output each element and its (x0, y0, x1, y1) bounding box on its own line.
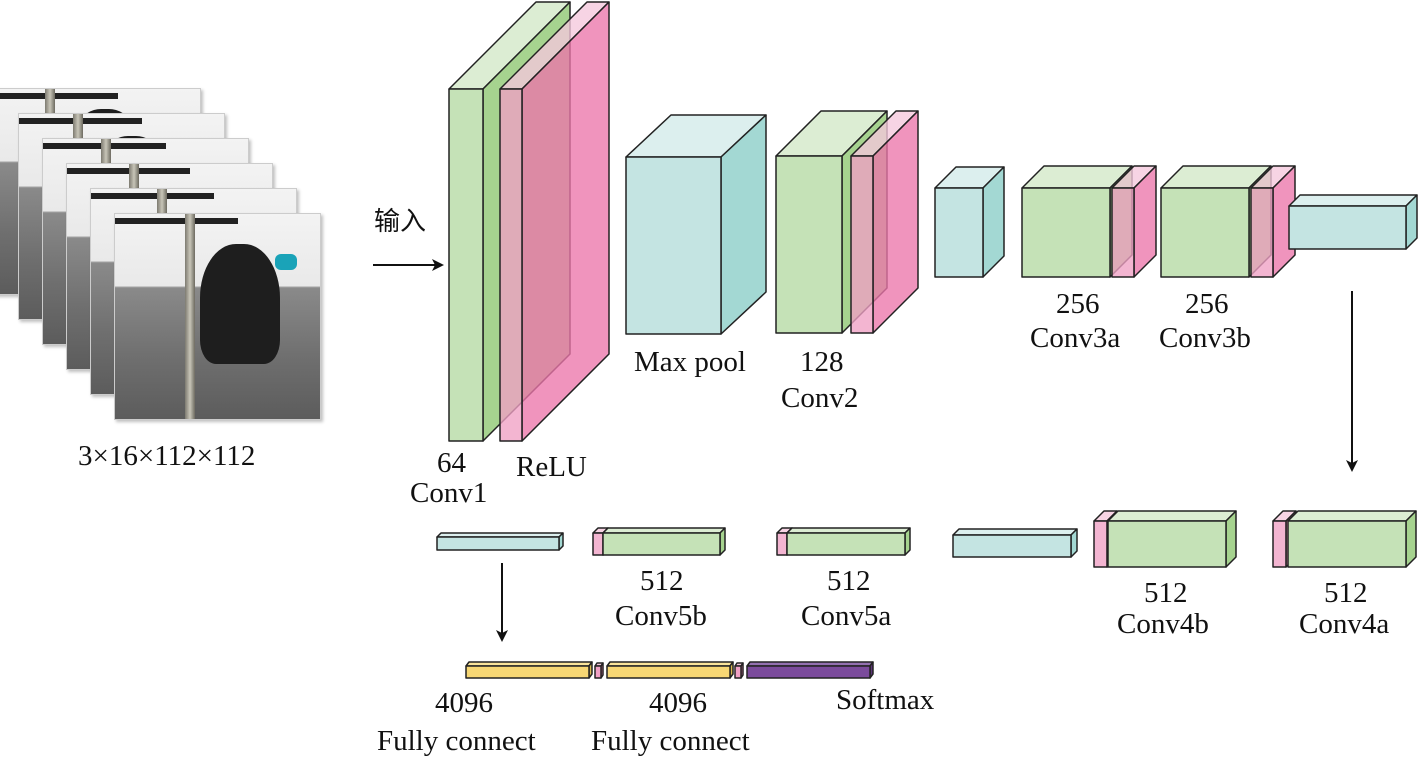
conv5a-block-front-face (786, 532, 906, 556)
conv5b-block-front-face (602, 532, 721, 556)
conv3b-channels-label: 256 (1185, 288, 1229, 320)
pool3-block (1288, 194, 1418, 250)
fc7-relu-block (734, 662, 744, 679)
pool1-block-front-face (625, 156, 722, 335)
conv5b-channels-label: 512 (640, 565, 684, 597)
conv4b-block-top-face (1107, 510, 1237, 522)
pool3-block-front-face (1288, 205, 1407, 250)
conv4b-relu-block-front-face (1093, 520, 1108, 568)
conv4b-channels-label: 512 (1144, 577, 1188, 609)
frame-worker-glove (275, 254, 297, 270)
conv5b-block (602, 527, 726, 556)
video-frame (114, 213, 321, 420)
conv2-channels-label: 128 (800, 346, 844, 378)
input-dimension-label: 3×16×112×112 (78, 440, 256, 472)
conv3a-relu-block-front-face (1111, 187, 1135, 278)
pool5-block (436, 532, 564, 551)
pool3-block-top-face (1288, 194, 1418, 207)
pool5-block-front-face (436, 536, 560, 551)
fc7-name-label: Fully connect (591, 725, 750, 757)
relu1-block-front-face (499, 88, 523, 442)
conv5b-relu-block-front-face (592, 532, 604, 556)
input-arrow-label: 输入 (374, 207, 427, 237)
conv4a-channels-label: 512 (1324, 577, 1368, 609)
conv3a-block-front-face (1021, 187, 1111, 278)
flow-arrows (373, 259, 1358, 642)
conv4b-block-front-face (1107, 520, 1227, 568)
conv3a-relu-block (1111, 165, 1157, 278)
frame-scaffold-bar (67, 168, 190, 174)
pool1-block (625, 114, 767, 335)
softmax-block (746, 661, 874, 679)
conv3b-relu-block-front-face (1250, 187, 1274, 278)
conv4a-block-front-face (1287, 520, 1407, 568)
layer-blocks (436, 1, 1418, 679)
frame-scaffold-bar (91, 193, 214, 199)
pool2-block-front-face (934, 187, 984, 278)
fc7-relu-block-front-face (734, 665, 742, 679)
conv3b-block-front-face (1160, 187, 1250, 278)
fc6-block-front-face (465, 665, 590, 679)
pool4-block-top-face (952, 528, 1078, 536)
fc6-relu-block-front-face (594, 665, 602, 679)
conv4a-name-label: Conv4a (1299, 608, 1390, 640)
frame-worker-silhouette (200, 244, 280, 364)
conv4b-block (1107, 510, 1237, 568)
conv5a-name-label: Conv5a (801, 600, 892, 632)
fc7-block-front-face (606, 665, 731, 679)
softmax-block-front-face (746, 665, 871, 679)
conv4a-block-top-face (1287, 510, 1417, 522)
conv4a-block (1287, 510, 1417, 568)
pool4-block-side-face (1070, 528, 1078, 558)
fc6-relu-block (594, 662, 604, 679)
maxpool-label: Max pool (634, 346, 746, 378)
fc6-name-label: Fully connect (377, 725, 536, 757)
conv5a-channels-label: 512 (827, 565, 871, 597)
input-video-frames (0, 80, 330, 420)
conv1-name-label: Conv1 (410, 477, 488, 509)
frame-scaffold-bar (0, 93, 118, 99)
frame-scaffold-bar (115, 218, 238, 224)
pool4-block (952, 528, 1078, 558)
conv2-name-label: Conv2 (781, 382, 859, 414)
softmax-label: Softmax (836, 684, 935, 716)
fc7-block (606, 661, 734, 679)
pool4-block-front-face (952, 534, 1072, 558)
fc6-block (465, 661, 593, 679)
conv1-channels-label: 64 (437, 447, 466, 479)
conv2-relu-block (850, 110, 919, 334)
conv3b-name-label: Conv3b (1159, 322, 1251, 354)
relu1-block (499, 1, 610, 442)
conv2-block-front-face (775, 155, 843, 334)
conv1-block-front-face (448, 88, 484, 442)
conv4a-block-side-face (1405, 510, 1417, 568)
conv2-relu-block-front-face (850, 155, 874, 334)
conv3a-name-label: Conv3a (1030, 322, 1121, 354)
frame-scaffold-pole (185, 214, 195, 419)
fc6-units-label: 4096 (435, 687, 493, 719)
conv5b-name-label: Conv5b (615, 600, 707, 632)
conv5a-block (786, 527, 911, 556)
conv5a-relu-block-front-face (776, 532, 788, 556)
relu-label: ReLU (516, 451, 587, 483)
conv4b-block-side-face (1225, 510, 1237, 568)
conv3a-channels-label: 256 (1056, 288, 1100, 320)
pool2-block (934, 166, 1005, 278)
fc7-units-label: 4096 (649, 687, 707, 719)
conv4a-relu-block-front-face (1272, 520, 1287, 568)
conv4b-name-label: Conv4b (1117, 608, 1209, 640)
